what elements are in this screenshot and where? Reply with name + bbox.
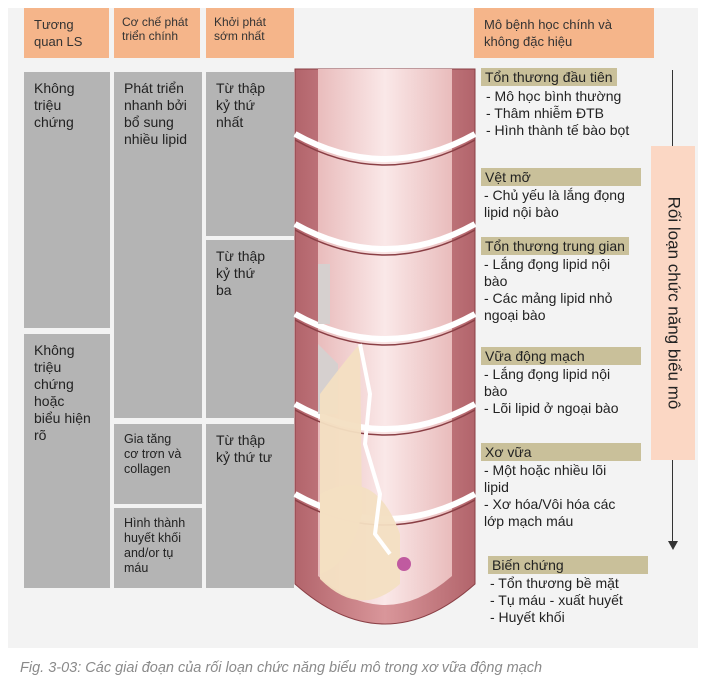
stage-item: - Lắng đọng lipid nội bào [484, 256, 611, 289]
stage-item: - Các mảng lipid nhỏ ngoại bào [484, 290, 613, 323]
stage-title-initial-lesion: Tổn thương đầu tiên [481, 68, 617, 86]
stage-item: - Một hoặc nhiều lõi lipid [484, 462, 607, 495]
clinical-cell-symptomatic: Không triệu chứng hoặc biểu hiện rõ [24, 334, 110, 588]
onset-cell-fourth-decade: Từ thập kỷ thứ tư [206, 424, 294, 588]
clinical-cell-asymptomatic: Không triệu chứng [24, 72, 110, 328]
stage-item: - Xơ hóa/Vôi hóa các lớp mạch máu [484, 496, 616, 529]
vessel-cross-section-illustration [293, 68, 477, 625]
stage-list-fatty-streak: - Chủ yếu là lắng đọng lipid nội bào [484, 187, 625, 221]
stage-title-intermediate-lesion: Tổn thương trung gian [481, 237, 629, 255]
stage-list-initial-lesion: - Mô học bình thường - Thâm nhiễm ĐTB - … [486, 88, 629, 139]
stage-title-fatty-streak: Vệt mỡ [481, 168, 641, 186]
stage-title-atheroma: Vữa động mạch [481, 347, 641, 365]
header-earliest-onset: Khởi phát sớm nhất [206, 8, 294, 58]
onset-cell-third-decade: Từ thập kỷ thứ ba [206, 240, 294, 418]
stage-list-fibroatheroma: - Một hoặc nhiều lõi lipid - Xơ hóa/Vôi … [484, 462, 615, 530]
stage-item: - Lắng đọng lipid nội bào [484, 366, 611, 399]
stage-item: - Hình thành tế bào bọt [486, 122, 630, 138]
header-clinical-correlation: Tương quan LS [24, 8, 109, 58]
stage-item: - Tụ máu - xuất huyết [490, 592, 623, 608]
stage-item: - Thâm nhiễm ĐTB [486, 105, 604, 121]
stage-item: - Tổn thương bề mặt [490, 575, 619, 591]
banner-label: Rối loạn chức năng biểu mô [664, 196, 683, 410]
mechanism-cell-lipid: Phát triển nhanh bởi bổ sung nhiều lipid [114, 72, 202, 418]
stage-title-complications: Biến chứng [488, 556, 648, 574]
stage-list-complications: - Tổn thương bề mặt - Tụ máu - xuất huyế… [490, 575, 623, 626]
stage-item: - Lõi lipid ở ngoại bào [484, 400, 619, 416]
header-main-mechanism: Cơ chế phát triển chính [114, 8, 200, 58]
stage-list-atheroma: - Lắng đọng lipid nội bào - Lõi lipid ở … [484, 366, 619, 417]
mechanism-cell-thrombosis: Hình thành huyết khối and/or tụ máu [114, 508, 202, 588]
stage-item: - Mô học bình thường [486, 88, 622, 104]
stage-item: - Chủ yếu là lắng đọng lipid nội bào [484, 187, 625, 220]
header-histology: Mô bệnh học chính và không đặc hiệu [474, 8, 654, 58]
stage-item: - Huyết khối [490, 609, 565, 625]
onset-cell-first-decade: Từ thập kỷ thứ nhất [206, 72, 294, 236]
figure-caption: Fig. 3-03: Các giai đoạn của rối loạn ch… [20, 660, 543, 676]
stage-list-intermediate-lesion: - Lắng đọng lipid nội bào - Các mảng lip… [484, 256, 612, 324]
mechanism-cell-smooth-muscle: Gia tăng cơ trơn và collagen [114, 424, 202, 504]
stage-title-fibroatheroma: Xơ vữa [481, 443, 641, 461]
endothelial-dysfunction-banner: Rối loạn chức năng biểu mô [651, 146, 695, 460]
progression-arrow-head-icon [668, 541, 678, 550]
